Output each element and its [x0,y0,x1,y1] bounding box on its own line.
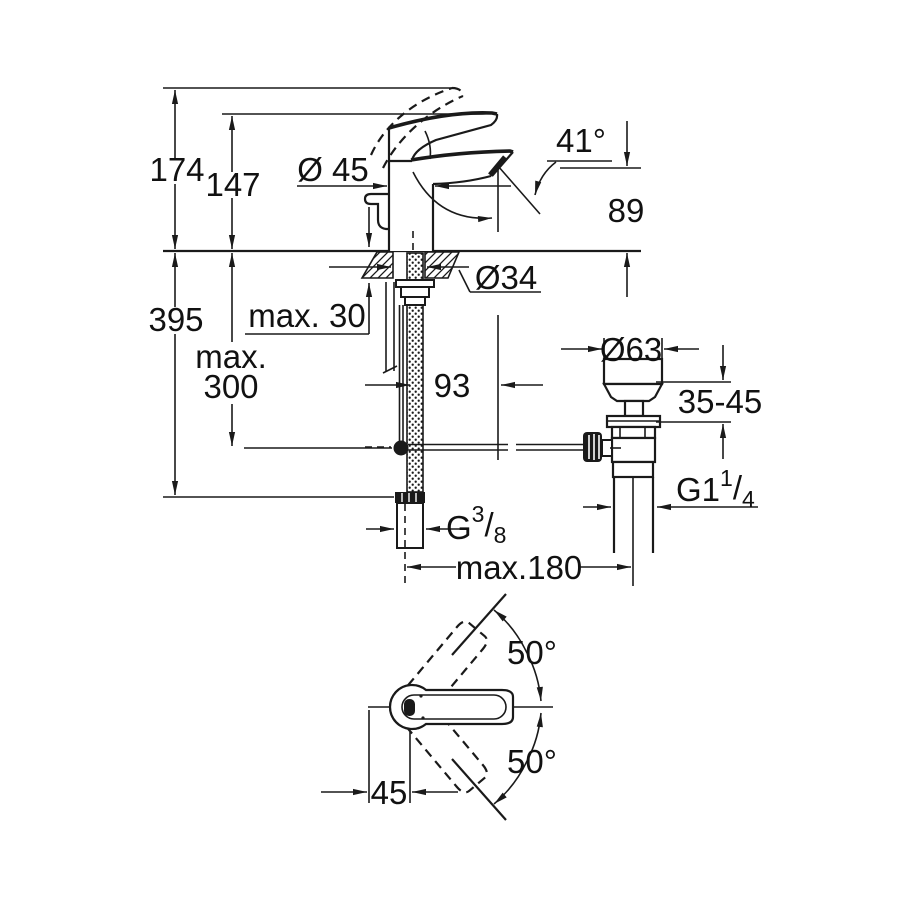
dim-label-height-174: 174 [149,151,204,188]
dim-label-angle-50-top: 50° [507,634,557,671]
dim-label-thread-g1-1-4: G11/4 [676,465,755,512]
dim-label-height-89: 89 [608,192,645,229]
rod-ball-joint [393,440,409,456]
dim-label-diameter-45: Ø 45 [297,151,369,188]
waste-linkage-rod [365,443,583,451]
dim-label-range-35-45: 35-45 [678,383,762,420]
pop-up-waste-valve [583,338,664,553]
spout-top-edge [410,149,514,162]
spout-angle-references [412,160,641,460]
dim-label-angle-50-bottom: 50° [507,743,557,780]
dim-label-height-147: 147 [205,166,260,203]
lever-raised-dashed [369,86,465,169]
dim-label-max-300-line2: 300 [203,368,258,405]
pop-up-knob [363,192,389,231]
dim-label-width-93: 93 [434,367,471,404]
dimension-labels: 174 147 Ø 45 41° 89 395 max. 30 Ø34 max.… [148,122,762,811]
dim-label-width-45: 45 [371,774,408,811]
dim-label-thread-g3-8: G3/8 [446,501,506,548]
g38-hose-connector [395,492,425,549]
pop-up-rod [393,305,409,456]
flexible-hoses [382,252,424,493]
faucet-side-view [363,110,517,251]
handle-logo-slot [404,699,415,716]
dim-label-max-180: max.180 [456,549,583,586]
dimension-lines [171,90,758,586]
swivel-angle-annotation [321,593,553,821]
dim-label-max-30: max. 30 [248,297,365,334]
handle-top-view [379,614,515,800]
mounting-hardware [395,279,435,306]
waste-clamp-knob [583,432,602,462]
dim-label-max-300-line1: max. [195,338,267,375]
dim-label-height-395: 395 [148,301,203,338]
dim-label-diameter-63: Ø63 [600,331,662,368]
lever-handle-side [388,110,498,130]
dim-label-diameter-34: Ø34 [475,259,537,296]
dim-label-angle-41: 41° [556,122,606,159]
